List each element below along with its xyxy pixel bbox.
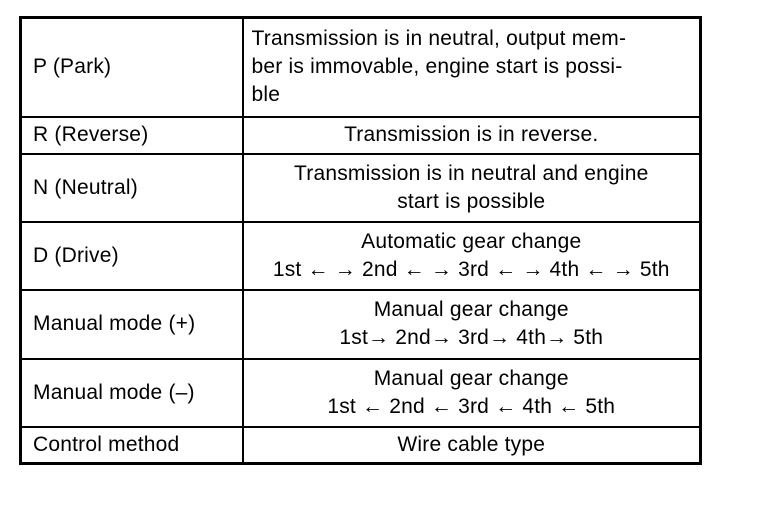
gear-position-label: D (Drive): [19, 220, 244, 291]
gear-position-label: N (Neutral): [19, 152, 244, 223]
table-row-reverse: R (Reverse) Transmission is in reverse.: [19, 115, 702, 155]
description-line: ber is immovable, engine start is possi-: [251, 55, 623, 79]
table-row-park: P (Park) Transmission is in neutral, out…: [19, 16, 702, 118]
description-line: Transmission is in reverse.: [344, 123, 599, 146]
gear-description-cell: Transmission is in neutral and engine st…: [241, 152, 702, 223]
table-row-control-method: Control method Wire cable type: [19, 425, 702, 465]
gear-position-label: Manual mode (–): [19, 357, 244, 428]
table-row-manual-down: Manual mode (–) Manual gear change 1st ←…: [19, 357, 702, 428]
gear-description-cell: Manual gear change 1st ← 2nd ← 3rd ← 4th…: [241, 357, 702, 428]
gear-description-cell: Wire cable type: [241, 425, 702, 465]
table-row-drive: D (Drive) Automatic gear change 1st ← → …: [19, 220, 702, 291]
gear-position-label: Control method: [19, 425, 244, 465]
gear-description-cell: Transmission is in reverse.: [241, 115, 702, 155]
table-row-neutral: N (Neutral) Transmission is in neutral a…: [19, 152, 702, 223]
gear-position-label: P (Park): [19, 16, 244, 118]
description-line: ble: [251, 83, 281, 107]
table-row-manual-up: Manual mode (+) Manual gear change 1st→ …: [19, 288, 702, 360]
gear-sequence-line: 1st ← 2nd ← 3rd ← 4th ← 5th: [327, 394, 616, 418]
gear-description-cell: Manual gear change 1st→ 2nd→ 3rd→ 4th→ 5…: [241, 288, 702, 360]
gear-sequence-line: 1st→ 2nd→ 3rd→ 4th→ 5th: [339, 326, 604, 349]
gear-description-cell: Transmission is in neutral, output mem- …: [241, 16, 702, 118]
gear-description-cell: Automatic gear change 1st ← → 2nd ← → 3r…: [241, 220, 702, 291]
description-line: start is possible: [397, 189, 546, 213]
description-line: Transmission is in neutral, output mem-: [251, 27, 627, 51]
description-line: Transmission is in neutral and engine: [294, 161, 649, 185]
gear-position-label: R (Reverse): [19, 115, 244, 155]
transmission-shift-table: P (Park) Transmission is in neutral, out…: [19, 16, 702, 465]
gear-sequence-line: 1st ← → 2nd ← → 3rd ← → 4th ← → 5th: [272, 257, 670, 281]
description-line: Wire cable type: [397, 432, 546, 456]
description-line: Manual gear change: [373, 366, 569, 390]
description-line: Automatic gear change: [361, 229, 582, 253]
description-line: Manual gear change: [373, 298, 569, 321]
gear-position-label: Manual mode (+): [19, 288, 244, 360]
